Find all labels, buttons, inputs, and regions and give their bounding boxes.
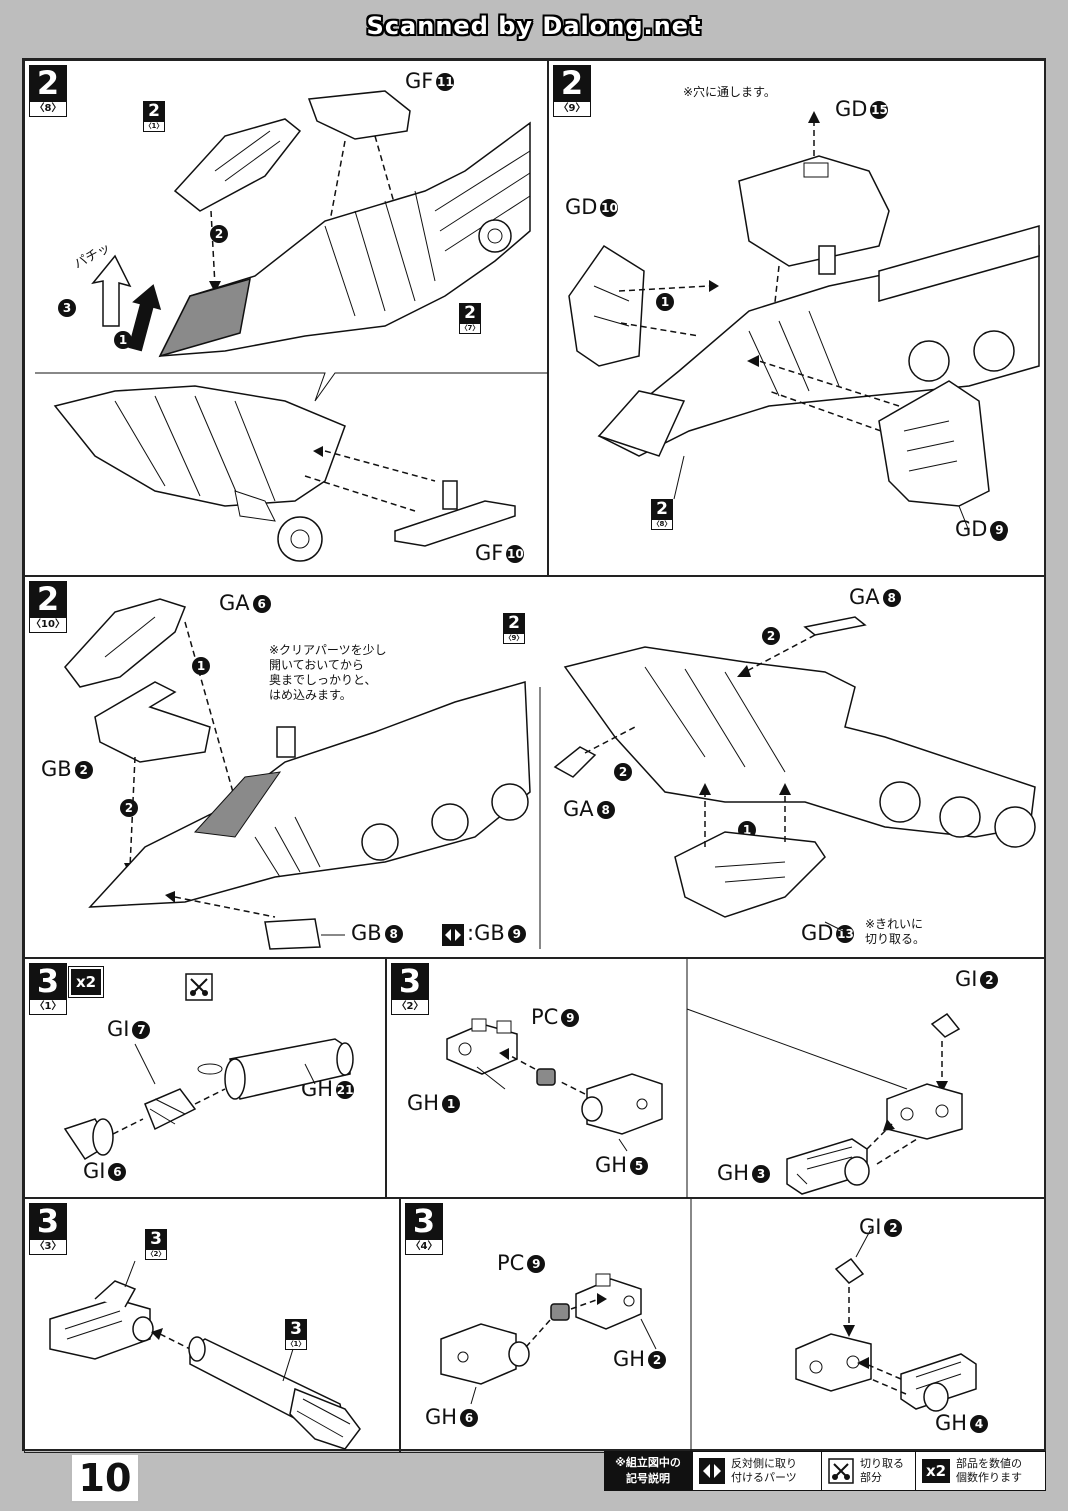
legend-item-x2: x2 部品を数値の 個数作ります [916, 1451, 1046, 1491]
assembly-illustration [446, 959, 963, 1199]
assembly-illustration [440, 1199, 977, 1454]
sequence-marker: 2 [210, 225, 228, 243]
legend-title: ※組立図中の 記号説明 [604, 1451, 692, 1491]
ref-badge: 2 〈8〉 [651, 499, 673, 530]
x2-icon: x2 [922, 1459, 950, 1483]
sequence-marker: 1 [656, 293, 674, 311]
assembly-illustration [35, 90, 549, 562]
step-badge: 2 〈9〉 [553, 65, 591, 117]
assembly-illustration [49, 1260, 361, 1450]
mirror-parts-icon [442, 924, 464, 946]
x2-icon: x2 [68, 966, 104, 998]
assembly-illustration [63, 1038, 354, 1161]
ref-badge: 2 〈7〉 [459, 303, 481, 334]
sequence-marker: 1 [114, 331, 132, 349]
legend-item-cut: 切り取る 部分 [822, 1451, 916, 1491]
sequence-marker: 2 [120, 799, 138, 817]
legend-item-mirror: 反対側に取り 付けるパーツ [692, 1451, 822, 1491]
sequence-marker: 3 [58, 299, 76, 317]
step-badge: 3 〈2〉 [391, 963, 429, 1015]
page-number: 10 [70, 1453, 140, 1503]
sequence-marker: 2 [762, 627, 780, 645]
step-badge: 3 〈4〉 [405, 1203, 443, 1255]
cut-note: ※きれいに 切り取る。 [865, 917, 926, 946]
step-badge: 3 〈1〉 [29, 963, 67, 1015]
ref-badge: 3 〈1〉 [285, 1319, 307, 1350]
step-panel-3-3: 3 〈3〉 3 〈2〉 3 〈1〉 [24, 1198, 400, 1453]
step-badge: 2 〈10〉 [29, 581, 67, 633]
scan-credit: Scanned by Dalong.net [366, 12, 702, 40]
sequence-marker: 2 [614, 763, 632, 781]
step-badge: 2 〈8〉 [29, 65, 67, 117]
cut-icon [828, 1458, 854, 1484]
ref-badge: 2 〈1〉 [143, 101, 165, 132]
ref-badge: 3 〈2〉 [145, 1229, 167, 1260]
symbol-legend: ※組立図中の 記号説明 反対側に取り 付けるパーツ 切り取る 部分 x2 部品を… [604, 1451, 1046, 1491]
note-text: ※クリアパーツを少し 開いておいてから 奥までしっかりと、 はめ込みます。 [269, 643, 387, 702]
cut-icon [185, 973, 213, 1001]
assembly-illustration [568, 111, 1040, 532]
note-text: ※穴に通します。 [683, 85, 776, 99]
ref-badge: 2 〈9〉 [503, 613, 525, 644]
assembly-illustration [64, 598, 1036, 950]
step-badge: 3 〈3〉 [29, 1203, 67, 1255]
mirror-parts-icon [699, 1458, 725, 1484]
